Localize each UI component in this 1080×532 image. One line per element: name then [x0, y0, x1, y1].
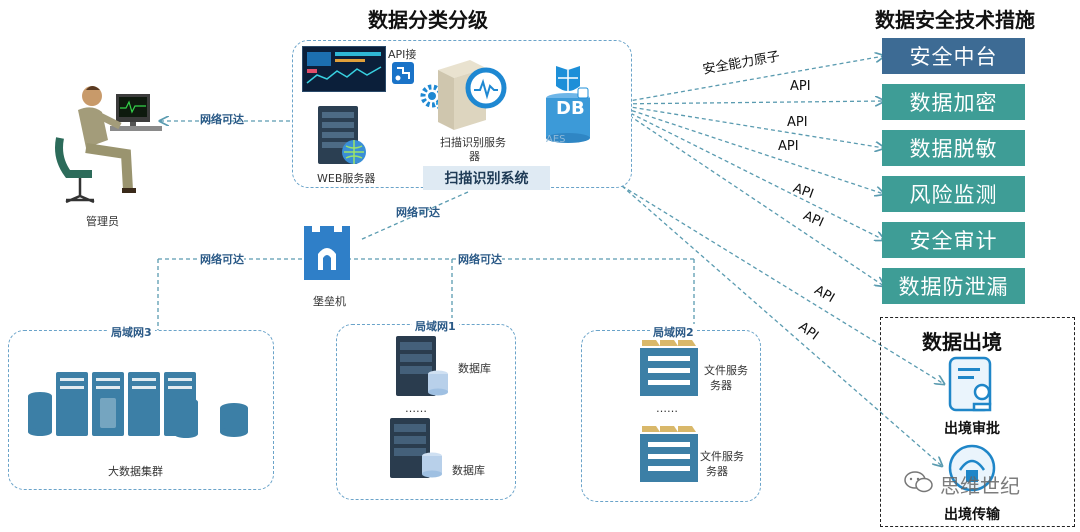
measure-data-leak-prevention: 数据防泄漏 — [882, 268, 1025, 304]
data-export-box — [880, 317, 1075, 527]
database-label-2: 数据库 — [452, 464, 485, 477]
api-connect-label: API接 — [388, 48, 417, 61]
file-server-label-2b: 务器 — [706, 465, 728, 478]
measure-data-masking: 数据脱敏 — [882, 130, 1025, 166]
watermark-text: 思维世纪 — [940, 474, 1020, 498]
file-server-label-1b: 务器 — [710, 379, 732, 392]
security-title: 数据安全技术措施 — [875, 8, 1035, 32]
web-server-label: WEB服务器 — [317, 172, 376, 185]
bigdata-cluster-label: 大数据集群 — [108, 465, 163, 478]
classification-title: 数据分类分级 — [368, 8, 488, 32]
data-export-title: 数据出境 — [922, 330, 1002, 354]
database-server-icon — [388, 416, 444, 482]
scan-server-icon — [430, 56, 510, 132]
link-label-lan3: 网络可达 — [200, 251, 244, 267]
scan-system-title: 扫描识别系统 — [423, 166, 550, 190]
db-shield-icon — [542, 64, 594, 146]
file-server-label-2a: 文件服务 — [700, 450, 744, 463]
measure-data-encryption: 数据加密 — [882, 84, 1025, 120]
link-label-lan1: 网络可达 — [458, 251, 502, 267]
db-badge-label: DB — [556, 98, 585, 119]
lan2-ellipsis: …… — [656, 402, 678, 415]
dashboard-thumbnail-icon — [302, 46, 386, 92]
wechat-icon — [904, 470, 934, 494]
lan2-title: 局域网2 — [650, 324, 697, 340]
measure-security-audit: 安全审计 — [882, 222, 1025, 258]
scan-server-label-1: 扫描识别服务 — [440, 136, 506, 149]
export-approval-label: 出境审批 — [944, 421, 1000, 437]
database-label-1: 数据库 — [458, 362, 491, 375]
bastion-icon — [298, 224, 356, 286]
bigdata-cluster-icon — [26, 368, 252, 440]
link-label-system: 网络可达 — [396, 206, 440, 219]
lan1-title: 局域网1 — [412, 318, 459, 334]
link-system-bastion — [359, 191, 469, 241]
link-label-admin: 网络可达 — [200, 113, 244, 126]
export-transfer-label: 出境传输 — [944, 507, 1000, 523]
file-server-label-1a: 文件服务 — [704, 364, 748, 377]
lan1-ellipsis: …… — [405, 402, 427, 415]
file-server-icon — [638, 424, 702, 484]
scan-server-label-2: 器 — [469, 150, 480, 163]
measure-risk-monitoring: 风险监测 — [882, 176, 1025, 212]
approval-icon — [944, 356, 1000, 414]
transfer-icon — [944, 440, 1000, 498]
bastion-label: 堡垒机 — [313, 295, 346, 308]
api-label-2: API — [787, 115, 808, 130]
admin-figure-icon — [52, 78, 162, 206]
aes-label: AES — [546, 134, 566, 145]
web-server-icon — [316, 104, 370, 168]
file-server-icon — [638, 338, 702, 398]
database-server-icon — [394, 334, 450, 400]
api-connect-icon — [392, 62, 414, 84]
lan3-title: 局域网3 — [108, 324, 155, 340]
api-label-1: API — [790, 79, 811, 94]
measure-security-platform: 安全中台 — [882, 38, 1025, 74]
api-label-3: API — [778, 139, 799, 154]
admin-label: 管理员 — [86, 215, 119, 228]
